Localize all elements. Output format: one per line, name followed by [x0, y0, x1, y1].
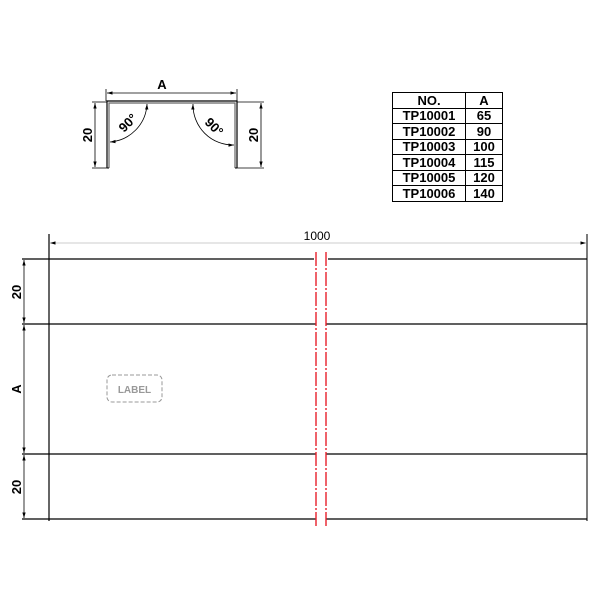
cell-no: TP10005 — [392, 169, 466, 186]
cell-a: 140 — [465, 185, 503, 202]
break-lines — [315, 252, 327, 528]
width-label: A — [157, 77, 167, 92]
cell-a: 90 — [465, 123, 503, 140]
profile-outer — [106, 100, 238, 168]
cell-no: TP10002 — [392, 123, 466, 140]
cell-no: TP10001 — [392, 107, 466, 124]
profile-inner — [108, 102, 236, 168]
middle-label: A — [9, 384, 24, 394]
spec-table: NO. A TP10001 65 TP10002 90 TP10003 100 … — [392, 92, 503, 202]
label-tag-text: LABEL — [118, 385, 151, 396]
cell-a: 100 — [465, 138, 503, 155]
table-row: TP10002 90 — [392, 123, 503, 140]
table-row: TP10006 140 — [392, 185, 503, 202]
top-flange-label: 20 — [9, 285, 24, 299]
left-angle-label: 90° — [116, 111, 141, 136]
cell-no: TP10004 — [392, 154, 466, 171]
table-row: TP10003 100 — [392, 138, 503, 155]
table-header-row: NO. A — [392, 92, 503, 109]
length-label: 1000 — [304, 229, 331, 243]
label-tag: LABEL — [106, 374, 163, 403]
left-height-label: 20 — [80, 128, 95, 142]
cell-no: TP10003 — [392, 138, 466, 155]
table-row: TP10001 65 — [392, 107, 503, 124]
left-angle-arc — [109, 103, 149, 144]
bottom-flange-label: 20 — [9, 480, 24, 494]
table-row: TP10004 115 — [392, 154, 503, 171]
header-a: A — [465, 92, 503, 109]
profile-section: A 20 20 90° 90° — [80, 77, 264, 169]
flat-pattern: 1000 20 A 20 LABEL — [9, 229, 588, 528]
cell-no: TP10006 — [392, 185, 466, 202]
table-row: TP10005 120 — [392, 169, 503, 186]
cell-a: 65 — [465, 107, 503, 124]
header-no: NO. — [392, 92, 466, 109]
cell-a: 120 — [465, 169, 503, 186]
cell-a: 115 — [465, 154, 503, 171]
right-angle-arc — [191, 103, 235, 147]
right-height-label: 20 — [246, 128, 261, 142]
right-angle-label: 90° — [202, 115, 227, 140]
